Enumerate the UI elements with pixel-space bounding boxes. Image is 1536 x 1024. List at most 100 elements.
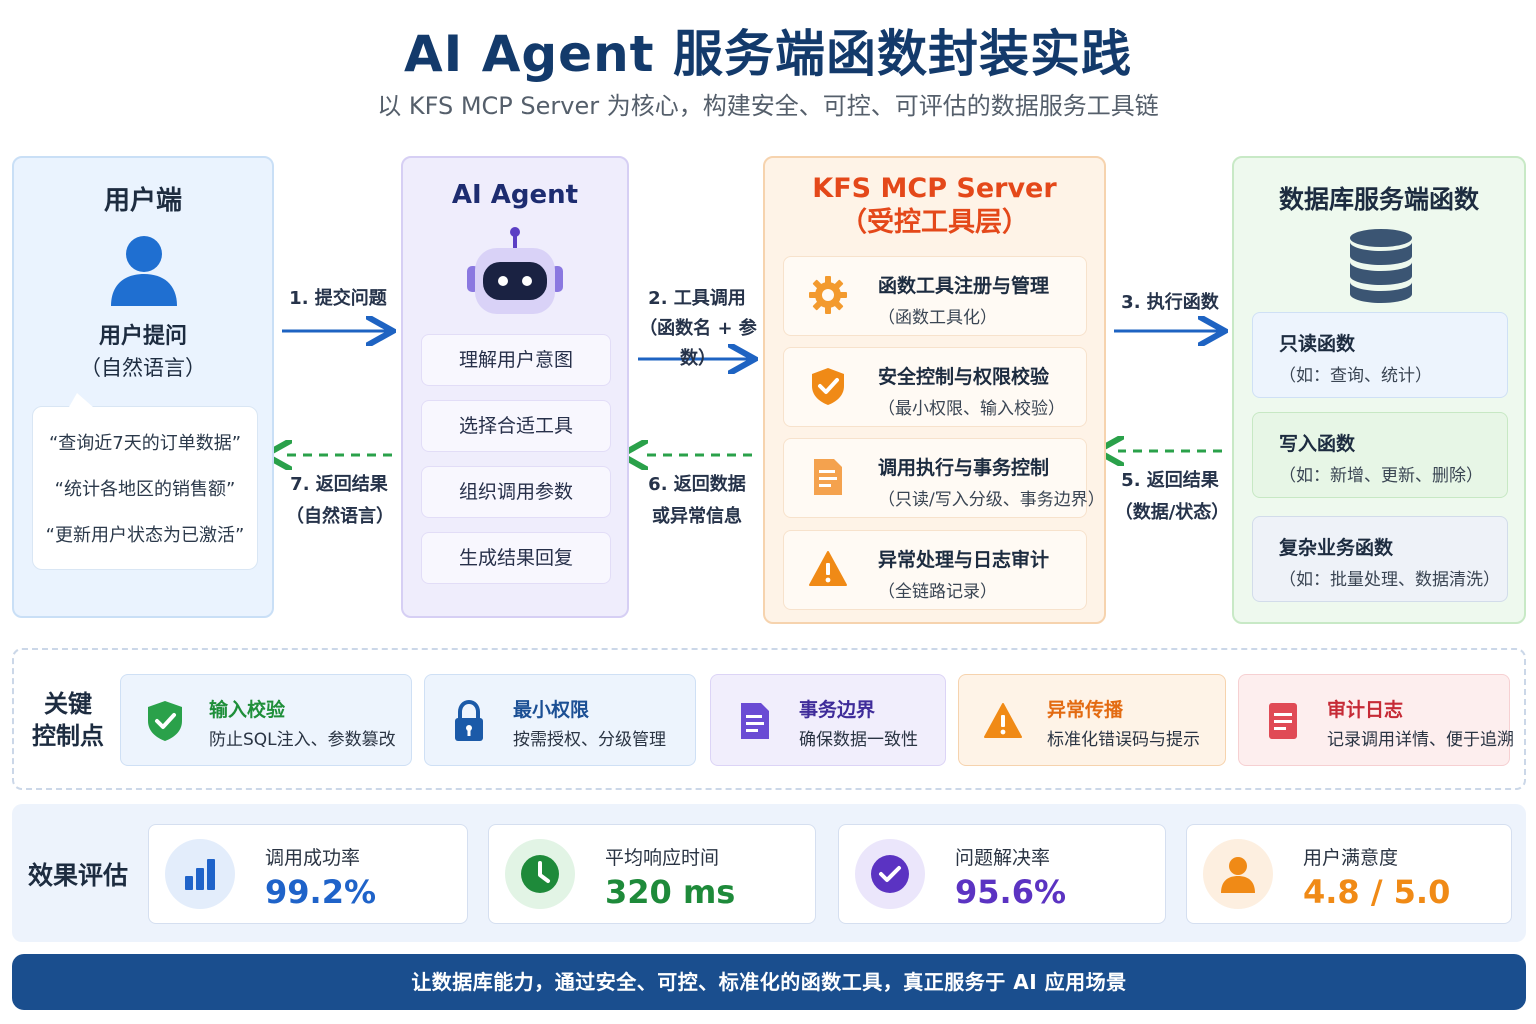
control-title: 最小权限 xyxy=(513,699,590,721)
metric-name: 平均响应时间 xyxy=(605,847,720,869)
log-icon xyxy=(1269,703,1297,739)
key-controls: 关键 控制点 输入校验 防止SQL注入、参数篡改 最小权限 按需授权、分级管理 … xyxy=(12,648,1526,790)
user-column: 用户端 用户提问 （自然语言） “查询近7天的订单数据” “统计各地区的销售额”… xyxy=(12,156,274,618)
db-card-title: 写入函数 xyxy=(1279,433,1356,455)
agent-column: AI Agent 理解用户意图 选择合适工具 组织调用参数 生成结果回复 xyxy=(401,156,629,618)
evaluation-label: 效果评估 xyxy=(28,861,129,890)
control-title: 异常传播 xyxy=(1047,699,1124,721)
document-icon xyxy=(741,703,769,739)
agent-step: 选择合适工具 xyxy=(421,400,611,452)
flow-label-1: 1. 提交问题 xyxy=(289,288,387,309)
evaluation-panel: 效果评估 调用成功率 99.2% 平均响应时间 320 ms xyxy=(12,804,1526,942)
control-least-privilege: 最小权限 按需授权、分级管理 xyxy=(424,674,696,766)
control-sub: 确保数据一致性 xyxy=(799,730,918,750)
footer-banner: 让数据库能力，通过安全、可控、标准化的函数工具，真正服务于 AI 应用场景 xyxy=(12,954,1526,1010)
check-circle-icon xyxy=(855,839,925,909)
shield-check-icon xyxy=(812,368,844,405)
agent-step: 组织调用参数 xyxy=(421,466,611,518)
control-title: 审计日志 xyxy=(1327,699,1404,721)
control-audit-log: 审计日志 记录调用详情、便于追溯 xyxy=(1238,674,1514,766)
shield-check-icon xyxy=(148,701,182,741)
db-card-title: 只读函数 xyxy=(1279,333,1356,355)
flow-label-2b: （函数名 + 参数） xyxy=(639,318,757,369)
user-column-title: 用户端 xyxy=(103,186,182,216)
warning-icon xyxy=(809,551,847,586)
mcp-title-line2: （受控工具层） xyxy=(840,207,1029,238)
controls-label-line1: 关键 xyxy=(44,690,92,718)
mcp-item-sub: （最小权限、输入校验） xyxy=(878,399,1065,419)
metric-resolution-rate: 问题解决率 95.6% xyxy=(838,824,1166,924)
agent-step: 理解用户意图 xyxy=(421,334,611,386)
mcp-item-registry: 函数工具注册与管理 （函数工具化） xyxy=(783,256,1087,336)
control-sub: 按需授权、分级管理 xyxy=(513,730,666,750)
controls-label-line2: 控制点 xyxy=(32,722,104,750)
db-card-sub: （如：批量处理、数据清洗） xyxy=(1279,570,1500,590)
flow-label-6b: 或异常信息 xyxy=(652,506,742,527)
example-query: “统计各地区的销售额” xyxy=(54,479,236,500)
mcp-item-sub: （只读/写入分级、事务边界） xyxy=(878,490,1105,510)
warning-icon xyxy=(984,703,1022,738)
user-ask-sub: （自然语言） xyxy=(80,356,206,380)
example-bubble: “查询近7天的订单数据” “统计各地区的销售额” “更新用户状态为已激活” xyxy=(32,393,258,570)
control-sub: 防止SQL注入、参数篡改 xyxy=(209,730,396,750)
mcp-item-sub: （全链路记录） xyxy=(878,582,997,602)
clock-icon xyxy=(505,839,575,909)
user-icon xyxy=(1203,839,1273,909)
lock-icon xyxy=(455,699,483,741)
flow-label-3: 3. 执行函数 xyxy=(1121,292,1219,313)
metric-name: 用户满意度 xyxy=(1303,847,1399,869)
db-column: 数据库服务端函数 只读函数 （如：查询、统计） 写入函数 （如：新增、更新、删除… xyxy=(1232,156,1526,624)
metric-response-time: 平均响应时间 320 ms xyxy=(488,824,816,924)
metric-value: 4.8 / 5.0 xyxy=(1303,873,1451,911)
page-title: AI Agent 服务端函数封装实践 xyxy=(403,25,1132,83)
metric-user-satisfaction: 用户满意度 4.8 / 5.0 xyxy=(1186,824,1512,924)
metric-name: 问题解决率 xyxy=(955,847,1051,869)
db-card-complex: 复杂业务函数 （如：批量处理、数据清洗） xyxy=(1252,516,1508,602)
agent-step: 生成结果回复 xyxy=(421,532,611,584)
db-column-title: 数据库服务端函数 xyxy=(1278,185,1479,214)
metric-value: 99.2% xyxy=(265,873,377,911)
control-input-validation: 输入校验 防止SQL注入、参数篡改 xyxy=(120,674,412,766)
db-card-write: 写入函数 （如：新增、更新、删除） xyxy=(1252,412,1508,498)
mcp-item-execution: 调用执行与事务控制 （只读/写入分级、事务边界） xyxy=(783,438,1105,518)
flow-label-7a: 7. 返回结果 xyxy=(290,474,388,495)
metric-value: 95.6% xyxy=(955,873,1067,911)
metric-value: 320 ms xyxy=(605,873,736,911)
control-sub: 标准化错误码与提示 xyxy=(1047,730,1200,750)
metric-name: 调用成功率 xyxy=(265,847,361,869)
gear-icon xyxy=(809,276,847,314)
document-icon xyxy=(814,459,842,495)
page-subtitle: 以 KFS MCP Server 为核心，构建安全、可控、可评估的数据服务工具链 xyxy=(377,92,1159,120)
control-sub: 记录调用详情、便于追溯 xyxy=(1327,730,1514,750)
mcp-item-exceptions: 异常处理与日志审计 （全链路记录） xyxy=(783,530,1087,610)
mcp-column: KFS MCP Server （受控工具层） 函数工具注册与管理 （函数工具化） xyxy=(763,156,1106,624)
mcp-item-title: 安全控制与权限校验 xyxy=(878,366,1050,388)
flow-label-5a: 5. 返回结果 xyxy=(1121,470,1219,491)
db-card-sub: （如：新增、更新、删除） xyxy=(1279,466,1483,486)
example-query: “更新用户状态为已激活” xyxy=(45,525,245,546)
user-icon xyxy=(111,236,177,306)
flow-label-6a: 6. 返回数据 xyxy=(648,474,746,495)
db-card-readonly: 只读函数 （如：查询、统计） xyxy=(1252,312,1508,398)
mcp-item-sub: （函数工具化） xyxy=(878,308,997,328)
control-exception-propagation: 异常传播 标准化错误码与提示 xyxy=(958,674,1226,766)
metric-success-rate: 调用成功率 99.2% xyxy=(148,824,468,924)
mcp-item-title: 异常处理与日志审计 xyxy=(878,549,1050,571)
control-title: 事务边界 xyxy=(799,699,876,721)
control-transaction-boundary: 事务边界 确保数据一致性 xyxy=(710,674,946,766)
mcp-column-title: KFS MCP Server （受控工具层） xyxy=(765,172,1104,240)
flow-label-5b: （数据/状态） xyxy=(1114,502,1230,523)
flow-label-7b: （自然语言） xyxy=(286,506,394,527)
controls-label: 关键 控制点 xyxy=(28,688,108,752)
database-icon xyxy=(1350,229,1412,303)
user-ask-label: 用户提问 xyxy=(98,324,187,349)
db-card-title: 复杂业务函数 xyxy=(1279,537,1394,559)
bar-chart-icon xyxy=(165,839,235,909)
example-query: “查询近7天的订单数据” xyxy=(48,433,242,454)
control-title: 输入校验 xyxy=(209,699,286,721)
mcp-item-title: 调用执行与事务控制 xyxy=(878,457,1050,479)
agent-column-title: AI Agent xyxy=(451,180,579,210)
mcp-item-title: 函数工具注册与管理 xyxy=(878,275,1050,297)
flow-label-2a: 2. 工具调用 xyxy=(648,288,746,309)
mcp-item-security: 安全控制与权限校验 （最小权限、输入校验） xyxy=(783,347,1087,427)
